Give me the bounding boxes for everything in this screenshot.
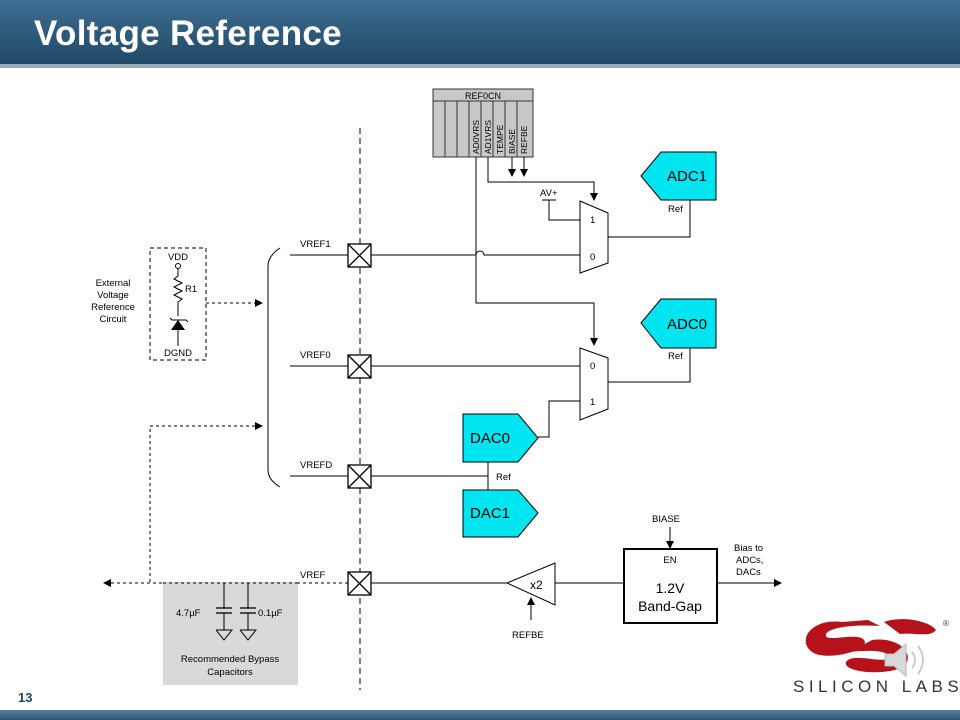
x2-buffer: x2 REFBE [505,562,624,641]
pin-vref1-label: VREF1 [300,239,331,250]
register-ref0cn: REF0CN AD0VRS AD1VRS TEMPE BIASE REFBE [432,88,534,158]
buffer-label: x2 [530,578,543,592]
r1-label: R1 [185,284,197,295]
title-bar: Voltage Reference [0,0,960,68]
adc0-label: ADC0 [667,316,707,333]
pin-vref0-label: VREF0 [300,350,331,361]
bypass-label-line-1: Recommended Bypass [181,654,279,665]
bandgap-voltage: 1.2V [656,580,685,596]
resistor-r1 [172,269,184,316]
adc1-block: ADC1 Ref [640,151,717,215]
adc1-label: ADC1 [667,168,707,185]
dgnd-label: DGND [164,348,192,359]
biase-label: BIASE [652,514,680,525]
mux-top-in0-label: 0 [590,252,595,263]
pin-vref-label: VREF [300,570,326,581]
adc1-ref-label: Ref [668,204,683,215]
cap2-label: 0.1µF [258,608,283,619]
bandgap-block: EN 1.2V Band-Gap BIASE Bias to ADCs, DAC… [623,514,782,624]
refbe-label: REFBE [512,630,544,641]
dac1-block: DAC1 [462,489,539,538]
adc0-block: ADC0 Ref [640,298,717,362]
page-number: 13 [18,690,33,705]
avplus-label: AV+ [540,188,558,199]
footer-bar [0,710,960,720]
dac-ref-label: Ref [496,472,511,483]
mux-top-in1-label: 1 [590,215,595,226]
mux-adc1: 1 0 AV+ [540,188,691,274]
external-label-line-3: Reference [91,302,135,313]
silicon-labs-logo: ® SILICON LABS [793,619,960,696]
external-label-line-4: Circuit [100,314,127,325]
external-label-line-1: External [96,278,131,289]
pin-vrefd-label: VREFD [300,460,332,471]
pin-vrefd: VREFD Ref [290,460,511,490]
dac0-label: DAC0 [470,430,510,447]
vdd-node [175,263,181,269]
bandgap-name: Band-Gap [638,598,702,614]
register-bit-ad0vrs: AD0VRS [471,120,481,154]
mux-bottom-in0-label: 0 [590,361,595,372]
register-bit-ad1vrs: AD1VRS [483,120,493,154]
logo-wordmark: SILICON LABS [793,677,960,696]
bandgap-en-label: EN [663,555,676,566]
register-bit-refbe: REFBE [519,125,529,154]
pin-vref0: VREF0 [290,350,580,379]
cap1-label: 4.7µF [176,608,201,619]
adc0-ref-label: Ref [668,351,683,362]
pin-vref1: VREF1 [290,239,580,268]
slide-title: Voltage Reference [34,14,342,53]
vdd-label: VDD [168,252,188,263]
zener-diode [171,320,185,330]
external-reference-circuit: External Voltage Reference Circuit VDD R… [91,247,263,361]
register-bit-biase: BIASE [507,129,517,154]
pin-bracket [267,247,281,488]
speaker-icon[interactable] [884,642,924,678]
bias-out-line-3: DACs [736,567,761,578]
bypass-label-line-2: Capacitors [207,667,253,678]
mux-adc0: 0 1 [538,347,691,438]
mux-bottom-in1-label: 1 [590,397,595,408]
external-label-line-2: Voltage [97,290,129,301]
svg-text:®: ® [943,619,949,628]
bypass-capacitors: 4.7µF 0.1µF Recommended Bypass Capacitor… [163,582,298,685]
bias-out-line-1: Bias to [734,543,763,554]
vref-feedback-dashed [149,422,263,582]
dac0-block: DAC0 [462,413,539,463]
register-control-lines [475,157,598,346]
register-bit-tempe: TEMPE [495,124,505,154]
bias-out-line-2: ADCs, [736,555,763,566]
dac1-label: DAC1 [470,505,510,522]
register-name: REF0CN [465,91,501,101]
